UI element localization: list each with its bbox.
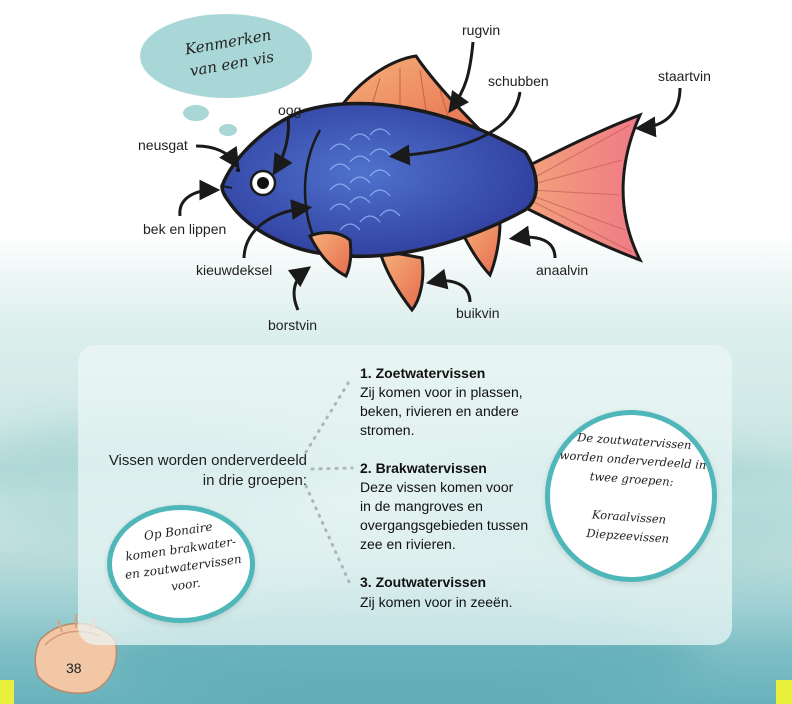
group-1-title: 1. Zoetwatervissen: [360, 365, 485, 381]
group-3-line: Zij komen voor in zeeën.: [360, 593, 513, 612]
arrow-borstvin: [294, 270, 306, 310]
group-3-title: 3. Zoutwatervissen: [360, 574, 486, 590]
label-rugvin: rugvin: [462, 22, 500, 38]
intro-line-2: in drie groepen:: [95, 471, 307, 491]
group-3-text: Zij komen voor in zeeën.: [360, 593, 513, 612]
page-edge-marker: [0, 680, 14, 704]
group-1-text: Zij komen voor in plassen, beken, rivier…: [360, 383, 523, 440]
label-buikvin: buikvin: [456, 305, 500, 321]
arrow-bek: [180, 190, 214, 216]
label-anaalvin: anaalvin: [536, 262, 588, 278]
page-number: 38: [66, 660, 82, 676]
arrow-buikvin: [432, 281, 470, 302]
intro-text: Vissen worden onderverdeeld in drie groe…: [95, 451, 307, 491]
intro-line-1: Vissen worden onderverdeeld: [95, 451, 307, 471]
label-bek: bek en lippen: [143, 221, 226, 237]
group-2-line: zee en rivieren.: [360, 535, 528, 554]
group-2-line: in de mangroves en: [360, 497, 528, 516]
arrow-rugvin: [452, 42, 473, 108]
label-borstvin: borstvin: [268, 317, 317, 333]
group-1-line: stromen.: [360, 421, 523, 440]
group-1-line: beken, rivieren en andere: [360, 402, 523, 421]
group-2-title: 2. Brakwatervissen: [360, 460, 487, 476]
group-1-line: Zij komen voor in plassen,: [360, 383, 523, 402]
arrow-anaalvin: [515, 237, 555, 258]
label-kieuwdeksel: kieuwdeksel: [196, 262, 272, 278]
group-2-line: Deze vissen komen voor: [360, 478, 528, 497]
arrow-staartvin: [641, 88, 680, 128]
label-neusgat: neusgat: [138, 137, 188, 153]
arrow-neusgat: [196, 146, 236, 164]
label-oog: oog: [278, 102, 301, 118]
label-staartvin: staartvin: [658, 68, 711, 84]
group-2-line: overgangsgebieden tussen: [360, 516, 528, 535]
label-schubben: schubben: [488, 73, 549, 89]
group-2-text: Deze vissen komen voor in de mangroves e…: [360, 478, 528, 554]
pelvic-fin: [380, 252, 423, 310]
page-edge-marker: [776, 680, 792, 704]
bubble-zoutwatervissen-text: De zoutwatervissen worden onderverdeeld …: [551, 427, 711, 551]
